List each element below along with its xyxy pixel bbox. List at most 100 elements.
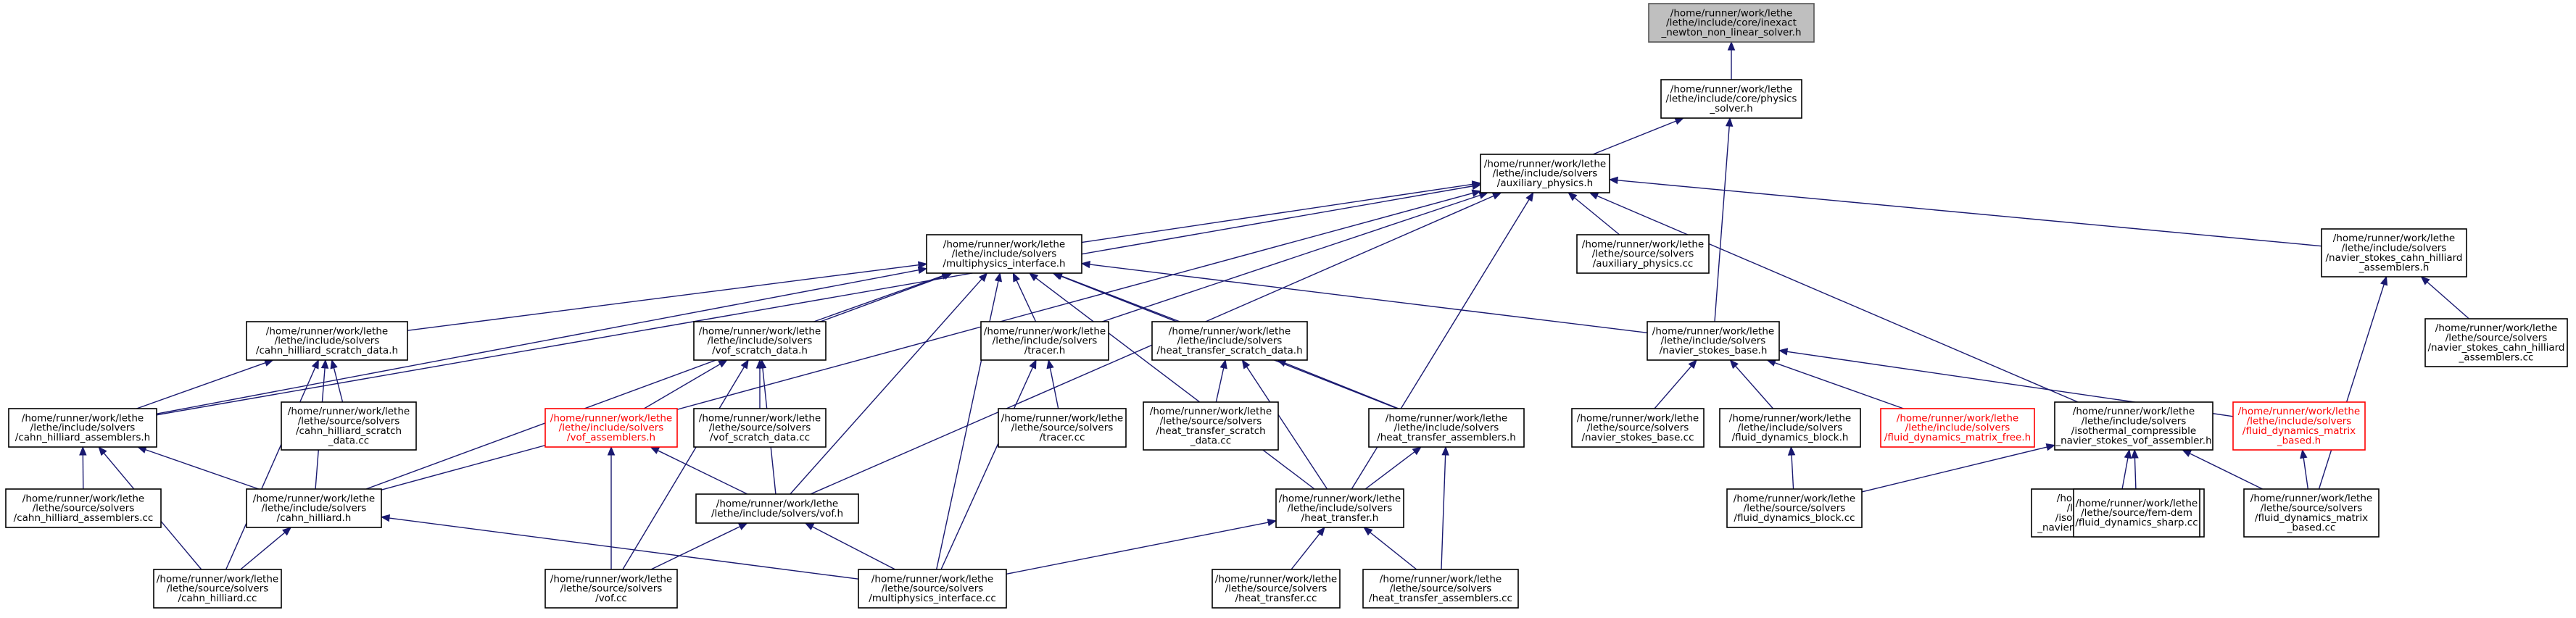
arrowhead-icon: [2300, 448, 2308, 459]
node-tracer-h[interactable]: /home/runner/work/lethe/lethe/include/so…: [980, 321, 1109, 361]
arrowhead-icon: [978, 272, 988, 283]
node-label-line: /navier_stokes_cahn_hilliard: [2427, 342, 2564, 354]
arrowhead-icon: [1674, 117, 1685, 125]
arrowhead-icon: [330, 359, 338, 369]
dependency-edge-n31-n23: [2300, 448, 2309, 490]
arrowhead-icon: [1688, 359, 1697, 369]
dependency-edge-n11-n1: [1714, 117, 1734, 322]
node-heat-transfer-scratch-data-h[interactable]: /home/runner/work/lethe/lethe/include/so…: [1151, 321, 1308, 361]
node-label-line: /vof_scratch_data.cc: [710, 432, 810, 443]
node-physics-solver-h[interactable]: /home/runner/work/lethe/lethe/include/co…: [1660, 79, 1802, 119]
node-heat-transfer-h[interactable]: /home/runner/work/lethe/lethe/include/so…: [1275, 488, 1404, 528]
node-vof-h[interactable]: /home/runner/work/lethe/lethe/include/so…: [695, 493, 859, 524]
node-fluid-dynamics-block-cc[interactable]: /home/runner/work/lethe/lethe/source/sol…: [1726, 488, 1863, 528]
node-label-line: /lethe/include/solvers: [1288, 503, 1393, 514]
dependency-edge-n25-n3: [365, 272, 953, 490]
node-label-line: /home/runner/work/lethe: [1582, 238, 1704, 250]
arrowhead-icon: [380, 514, 391, 522]
node-heat-transfer-scratch-data-cc[interactable]: /home/runner/work/lethe/lethe/source/sol…: [1143, 401, 1279, 451]
node-heat-transfer-assemblers-cc[interactable]: /home/runner/work/lethe/lethe/source/sol…: [1362, 569, 1519, 609]
node-label-line: _solver.h: [1709, 103, 1752, 114]
node-cahn-hilliard-assemblers-h[interactable]: /home/runner/work/lethe/lethe/include/so…: [8, 408, 157, 448]
node-box: [246, 321, 408, 361]
node-auxiliary-physics-cc[interactable]: /home/runner/work/lethe/lethe/source/sol…: [1576, 234, 1710, 274]
node-label-line: _data.cc: [1190, 435, 1231, 446]
node-cahn-hilliard-scratch-data-h[interactable]: /home/runner/work/lethe/lethe/include/so…: [246, 321, 408, 361]
node-fluid-dynamics-block-h[interactable]: /home/runner/work/lethe/lethe/include/so…: [1719, 408, 1861, 448]
node-label-line: /lethe/include/solvers: [1738, 422, 1843, 434]
dependency-edge-n31-n22: [2182, 449, 2263, 490]
arrowhead-icon: [1267, 518, 1277, 527]
node-multiphysics-interface-cc[interactable]: /home/runner/work/lethe/lethe/source/sol…: [858, 569, 1007, 609]
node-navier-stokes-cahn-hilliard-assemblers-cc[interactable]: /home/runner/work/lethe/lethe/source/sol…: [2424, 318, 2568, 367]
node-auxiliary-physics-h[interactable]: /home/runner/work/lethe/lethe/include/so…: [1480, 154, 1610, 193]
arrowhead-icon: [1567, 192, 1578, 201]
node-label-line: /lethe/include/solvers: [559, 422, 664, 434]
node-label-line: /home/runner/work/lethe: [2435, 322, 2557, 334]
dependency-edge-n11-n3: [1080, 260, 1648, 334]
node-label-line: /lethe/include/solvers: [262, 503, 367, 514]
node-label-line: /home/runner/work/lethe: [1729, 412, 1851, 424]
node-label-line: /fluid_dynamics_matrix: [2242, 425, 2356, 437]
node-label-line: /home/runner/work/lethe: [1150, 406, 1272, 417]
node-navier-stokes-base-h[interactable]: /home/runner/work/lethe/lethe/include/so…: [1647, 321, 1780, 361]
node-vof-scratch-data-cc[interactable]: /home/runner/work/lethe/lethe/source/sol…: [693, 408, 827, 448]
node-box: [693, 408, 827, 448]
dependency-edge-n34-n9: [940, 359, 1037, 570]
dependency-edge-n35-n27: [1291, 526, 1325, 570]
arrowhead-icon: [1029, 359, 1037, 369]
node-label-line: /auxiliary_physics.h: [1497, 178, 1593, 189]
node-cahn-hilliard-cc[interactable]: /home/runner/work/lethe/lethe/source/sol…: [153, 569, 282, 609]
nodes-layer: /home/runner/work/lethe/lethe/include/co…: [5, 3, 2568, 609]
node-box: [1151, 321, 1308, 361]
node-vof-cc[interactable]: /home/runner/work/lethe/lethe/source/sol…: [544, 569, 678, 609]
dependency-edge-n33-n8: [622, 359, 749, 570]
dependency-edge-n6-n5: [2420, 276, 2469, 320]
node-label-line: /lethe/source/solvers: [1225, 583, 1328, 595]
node-label-line: /home/runner/work/lethe: [288, 406, 410, 417]
arrowhead-icon: [2045, 443, 2056, 451]
node-box: [693, 321, 827, 361]
node-fluid-dynamics-sharp-cc[interactable]: /home/runner/work/lethe/lethe/source/fem…: [2073, 488, 2200, 538]
dependency-edge-n31-n5: [2318, 275, 2388, 490]
node-box: [1647, 321, 1780, 361]
node-label-line: /home/runner/work/lethe: [1652, 325, 1774, 337]
node-heat-transfer-assemblers-h[interactable]: /home/runner/work/lethe/lethe/include/so…: [1368, 408, 1525, 448]
arrowhead-icon: [1727, 41, 1736, 51]
node-cahn-hilliard-scratch-data-cc[interactable]: /home/runner/work/lethe/lethe/source/sol…: [281, 401, 417, 451]
node-multiphysics-interface-h[interactable]: /home/runner/work/lethe/lethe/include/so…: [926, 234, 1082, 274]
node-fluid-dynamics-matrix-based-h[interactable]: /home/runner/work/lethe/lethe/include/so…: [2232, 401, 2366, 451]
node-label-line: /lethe/include/solvers: [993, 335, 1098, 347]
node-cahn-hilliard-h[interactable]: /home/runner/work/lethe/lethe/include/so…: [246, 488, 382, 528]
node-box: [695, 493, 859, 524]
node-fluid-dynamics-matrix-based-cc[interactable]: /home/runner/work/lethe/lethe/source/sol…: [2243, 488, 2380, 538]
arrowhead-icon: [1471, 189, 1482, 197]
node-label-line: _assemblers.cc: [2459, 351, 2534, 363]
arrowhead-icon: [2380, 275, 2388, 286]
node-tracer-cc[interactable]: /home/runner/work/lethe/lethe/source/sol…: [998, 408, 1127, 448]
node-heat-transfer-cc[interactable]: /home/runner/work/lethe/lethe/source/sol…: [1212, 569, 1341, 609]
node-box: [544, 569, 678, 609]
node-navier-stokes-cahn-hilliard-assemblers-h[interactable]: /home/runner/work/lethe/lethe/include/so…: [2321, 228, 2467, 277]
node-vof-scratch-data-h[interactable]: /home/runner/work/lethe/lethe/include/so…: [693, 321, 827, 361]
dependency-edge-n12-n7: [136, 359, 274, 409]
node-cahn-hilliard-assemblers-cc[interactable]: /home/runner/work/lethe/lethe/source/sol…: [5, 488, 162, 528]
node-inexact-newton-non-linear-solver-h[interactable]: /home/runner/work/lethe/lethe/include/co…: [1648, 3, 1815, 43]
dependency-edge-n7-n3: [407, 261, 928, 331]
node-isothermal-compressible-navier-stokes-vof-assembler-h[interactable]: /home/runner/work/lethe/lethe/include/so…: [2054, 401, 2213, 451]
node-label-line: /lethe/source/solvers: [882, 583, 984, 595]
node-label-line: /lethe/source/solvers: [1160, 416, 1262, 427]
node-box: [1362, 569, 1519, 609]
node-vof-assemblers-h[interactable]: /home/runner/work/lethe/lethe/include/so…: [544, 408, 678, 448]
node-navier-stokes-base-cc[interactable]: /home/runner/work/lethe/lethe/source/sol…: [1571, 408, 1705, 448]
node-label-line: /home/runner/work/lethe: [1734, 493, 1855, 504]
node-label-line: /lethe/include/solvers/vof.h: [711, 508, 843, 519]
node-box: [2424, 318, 2568, 367]
node-fluid-dynamics-matrix-free-h[interactable]: /home/runner/work/lethe/lethe/include/so…: [1880, 408, 2035, 448]
node-label-line: /lethe/source/solvers: [167, 583, 269, 595]
arrowhead-icon: [1491, 192, 1502, 200]
node-label-line: /cahn_hilliard_scratch_data.h: [256, 345, 398, 356]
node-box: [8, 408, 157, 448]
arrowhead-icon: [1729, 359, 1739, 369]
dependency-edge-n13-n7: [330, 359, 344, 403]
